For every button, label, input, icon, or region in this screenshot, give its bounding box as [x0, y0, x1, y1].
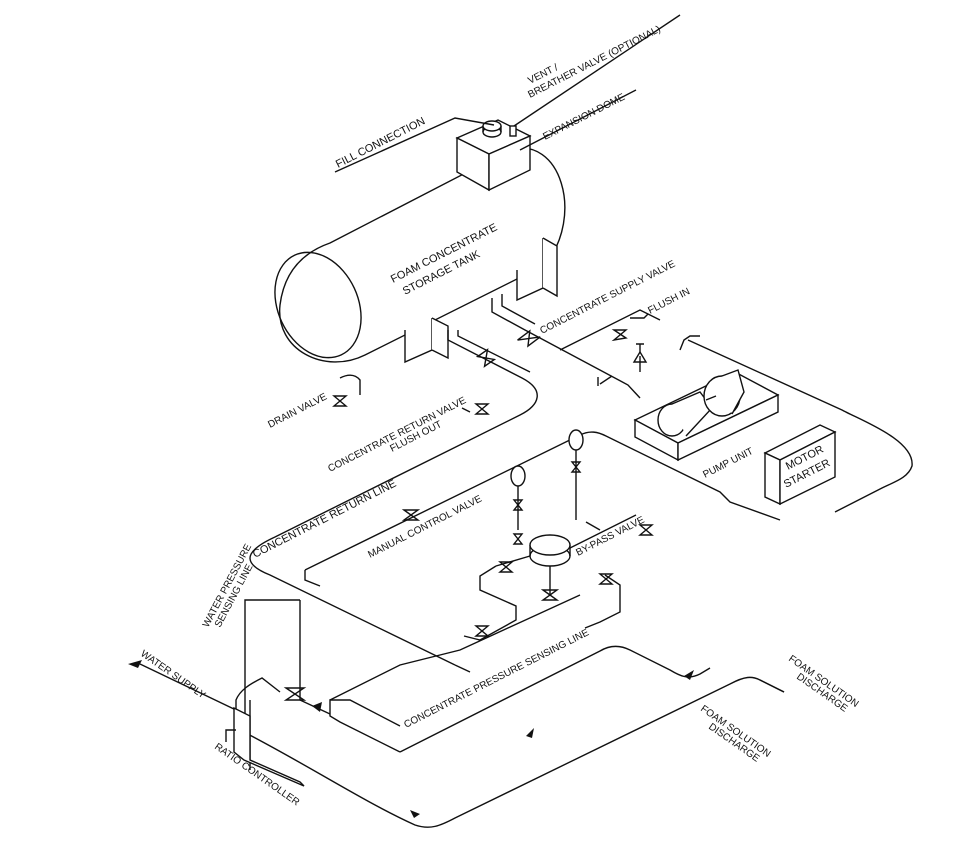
bypass-valve-label: BY-PASS VALVE: [574, 515, 646, 559]
bypass-line-valve-2[interactable]: [540, 589, 560, 601]
manual-control-valve-label: MANUAL CONTROL VALVE: [366, 493, 484, 560]
flush-out-valve-symbol[interactable]: [474, 403, 490, 415]
water-supply-arrow-icon: [128, 660, 142, 668]
concentrate-supply-valve-label: CONCENTRATE SUPPLY VALVE: [538, 259, 677, 337]
foam-concentrate-storage-tank: FOAM CONCENTRATE STORAGE TANK: [274, 147, 566, 364]
bypass-line-valve-3[interactable]: [474, 625, 490, 637]
concentrate-line-valve[interactable]: [283, 687, 307, 701]
vent-label-line2: BREATHER VALVE (OPTIONAL): [526, 24, 662, 101]
manual-control-valve-symbol[interactable]: [401, 509, 421, 521]
flush-in-label: FLUSH IN: [646, 286, 692, 316]
pump-unit-label: PUMP UNIT: [701, 446, 755, 481]
concentrate-return-valve-symbol[interactable]: [475, 348, 497, 368]
pressure-gauge-2: [568, 429, 584, 520]
bypass-valve[interactable]: [529, 534, 571, 567]
water-supply-label: WATER SUPPLY: [138, 648, 207, 701]
relief-valve-symbol[interactable]: [632, 343, 648, 363]
bypass-line-valve-5[interactable]: [598, 573, 614, 585]
drain-valve-symbol[interactable]: [332, 395, 348, 407]
bypass-line-valve-4[interactable]: [498, 561, 514, 573]
flush-in-valve-symbol[interactable]: [611, 313, 649, 342]
pump-unit: PUMP UNIT: [633, 369, 780, 481]
concentrate-supply-piping: [491, 294, 700, 399]
bypass-line-valve-1[interactable]: [638, 524, 654, 536]
concentrate-pressure-sensing-line-label: CONCENTRATE PRESSURE SENSING LINE: [402, 627, 591, 730]
ratio-controller-label: RATIO CONTROLLER: [212, 741, 301, 808]
flow-arrow-icon: [312, 670, 694, 818]
fill-connection-label: FILL CONNECTION: [334, 115, 427, 170]
ratio-controller: [225, 706, 305, 787]
drain-valve-label: DRAIN VALVE: [266, 391, 329, 430]
concentrate-supply-valve-symbol[interactable]: [517, 328, 541, 349]
motor-starter: MOTOR STARTER: [763, 424, 837, 506]
pressure-gauge-1: [510, 465, 526, 545]
concentrate-return-valve-label: CONCENTRATE RETURN VALVE: [326, 395, 468, 475]
concentrate-return-piping: [249, 330, 781, 666]
